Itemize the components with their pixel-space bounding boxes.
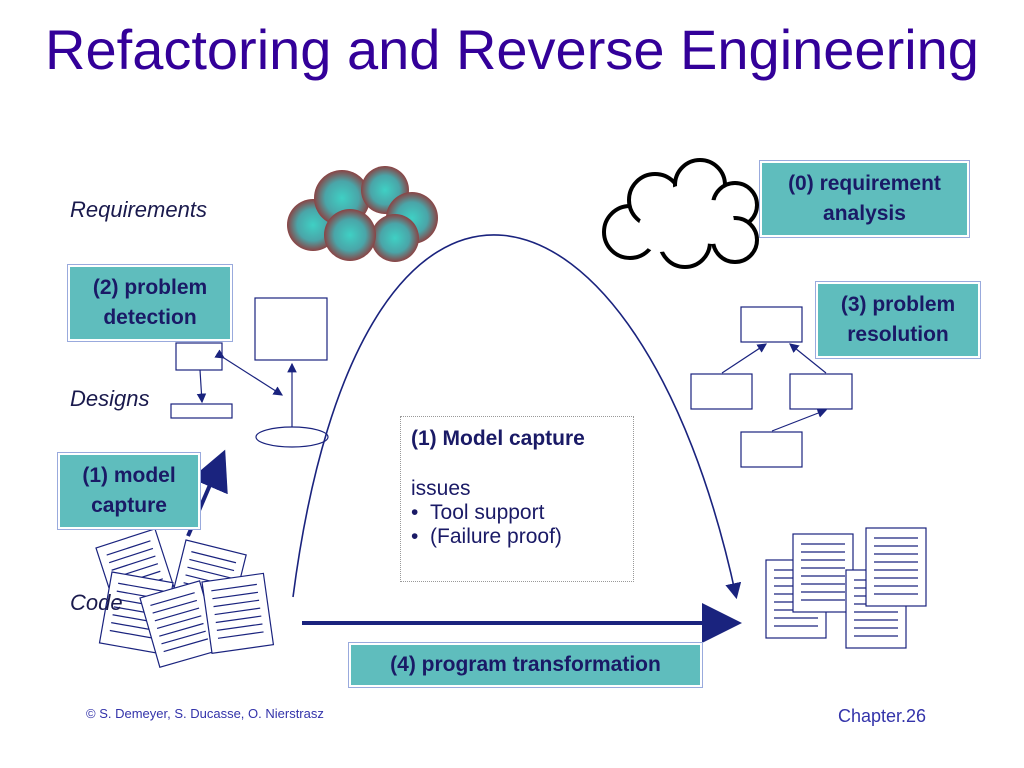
slide-title: Refactoring and Reverse Engineering [45, 18, 979, 81]
model-capture-label: (1) model capture [58, 453, 200, 529]
footer-page-number: Chapter.26 [838, 706, 927, 726]
notes-subheading: issues [411, 477, 471, 500]
requirement-analysis-label: (0) requirement analysis [760, 161, 969, 237]
new-code-pages-icon [765, 527, 927, 649]
design-box [254, 297, 328, 361]
left-design-diagram [170, 297, 329, 448]
notes-heading: (1) Model capture [411, 427, 585, 450]
design-box [740, 431, 803, 468]
outline-cloud-icon [602, 158, 759, 269]
legacy-code-pages-icon [95, 528, 275, 668]
level-label-requirements: Requirements [70, 197, 207, 222]
notes-list: • Tool support • (Failure proof) [411, 501, 633, 549]
design-ellipse [255, 426, 329, 448]
level-label-code: Code [70, 590, 123, 615]
design-box [175, 342, 223, 371]
footer-copyright: © S. Demeyer, S. Ducasse, O. Nierstrasz [86, 706, 324, 721]
problem-resolution-label: (3) problem resolution [816, 282, 980, 358]
process-arc-arrow [292, 234, 742, 600]
design-box [690, 373, 753, 410]
model-capture-notes: (1) Model capture issues • Tool support … [400, 416, 634, 582]
design-box [789, 373, 853, 410]
level-label-designs: Designs [70, 386, 150, 411]
design-box [740, 306, 803, 343]
right-design-diagram [690, 306, 853, 468]
notes-item: • (Failure proof) [411, 525, 562, 548]
program-transformation-label: (4) program transformation [349, 643, 702, 687]
design-box [170, 403, 233, 419]
notes-item: • Tool support [411, 501, 545, 524]
colored-cloud-icon [287, 166, 438, 262]
problem-detection-label: (2) problem detection [68, 265, 232, 341]
